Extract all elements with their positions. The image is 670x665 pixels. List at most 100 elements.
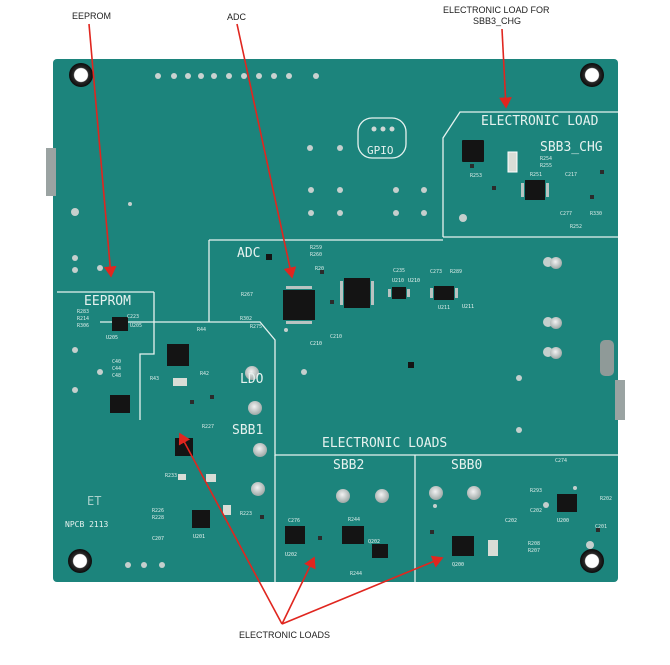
silk-q200: Q200 xyxy=(452,562,464,568)
svg-text:R251: R251 xyxy=(530,172,542,178)
svg-text:U205: U205 xyxy=(130,323,142,329)
silk-sbb1: SBB1 xyxy=(232,423,263,438)
ic-q202-b xyxy=(372,544,388,558)
svg-text:R306: R306 xyxy=(77,323,89,329)
arrow-adc xyxy=(236,23,297,279)
arrow-load-sbb2 xyxy=(281,556,316,625)
ic-ldo-small xyxy=(110,395,130,413)
svg-text:C217: C217 xyxy=(565,172,577,178)
ic-u210 xyxy=(392,287,406,299)
ic-pins xyxy=(286,183,549,324)
svg-text:C201: C201 xyxy=(595,524,607,530)
svg-text:C223: C223 xyxy=(127,314,139,320)
svg-text:C40: C40 xyxy=(112,359,121,365)
silk-electronic-loads: ELECTRONIC LOADS xyxy=(322,436,447,451)
svg-text:C210: C210 xyxy=(330,334,342,340)
ic-ldo xyxy=(167,344,189,366)
silk-c207: C207 xyxy=(152,536,164,542)
mounting-hole-br xyxy=(580,549,604,573)
svg-text:R207: R207 xyxy=(528,548,540,554)
svg-text:C202: C202 xyxy=(530,508,542,514)
svg-text:R259: R259 xyxy=(310,245,322,251)
svg-text:C276: C276 xyxy=(288,518,300,524)
ic-u211 xyxy=(434,286,454,300)
svg-text:R253: R253 xyxy=(470,173,482,179)
ic-adc-ref xyxy=(344,278,370,308)
silk-u201: U201 xyxy=(193,534,205,540)
callout-electronic-loads: ELECTRONIC LOADS xyxy=(239,630,331,640)
svg-text:R255: R255 xyxy=(540,163,552,169)
svg-text:R208: R208 xyxy=(528,541,540,547)
ic-u200 xyxy=(557,494,577,512)
svg-text:R214: R214 xyxy=(77,316,89,322)
callout-load-sbb3-line2: SBB3_CHG xyxy=(473,16,522,26)
svg-text:R330: R330 xyxy=(590,211,602,217)
silk-u200: U200 xyxy=(557,518,569,524)
svg-text:C274: C274 xyxy=(555,458,567,464)
svg-text:R20: R20 xyxy=(315,266,324,272)
svg-text:R267: R267 xyxy=(241,292,253,298)
vias xyxy=(71,145,594,568)
silk-ldo: LDO xyxy=(240,372,264,387)
svg-text:U210: U210 xyxy=(392,278,404,284)
svg-text:R283: R283 xyxy=(77,309,89,315)
arrow-sbb3-load xyxy=(499,28,512,109)
arrow-load-sbb1 xyxy=(178,432,283,625)
silk-sbb3-chg: SBB3_CHG xyxy=(540,140,603,155)
pcb-shade xyxy=(53,59,618,582)
svg-text:R260: R260 xyxy=(310,252,322,258)
silk-u202: U202 xyxy=(285,552,297,558)
svg-text:C277: C277 xyxy=(560,211,572,217)
mounting-hole-tl xyxy=(69,63,93,87)
ic-adc-main xyxy=(283,290,315,320)
silk-npcb: NPCB 2113 xyxy=(65,520,109,529)
passives xyxy=(173,151,518,556)
silk-eeprom: EEPROM xyxy=(84,294,131,309)
callout-load-sbb3-line1: ELECTRONIC LOAD FOR xyxy=(443,5,550,15)
mounting-hole-bl xyxy=(68,549,92,573)
svg-text:R275: R275 xyxy=(250,324,262,330)
silk-sbb2: SBB2 xyxy=(333,458,364,473)
svg-text:R42: R42 xyxy=(200,371,209,377)
arrow-eeprom xyxy=(88,23,117,278)
svg-text:R202: R202 xyxy=(600,496,612,502)
silk-et: ET xyxy=(87,494,101,508)
svg-text:C235: C235 xyxy=(393,268,405,274)
ic-sbb3-load-fet xyxy=(462,140,484,162)
silk-gpio: GPIO xyxy=(367,144,394,157)
svg-text:C273: C273 xyxy=(430,269,442,275)
ic-q202-a xyxy=(342,526,364,544)
svg-text:R244: R244 xyxy=(348,517,360,523)
svg-text:R223: R223 xyxy=(240,511,252,517)
silkscreen-outlines xyxy=(57,111,618,582)
arrow-load-sbb0 xyxy=(281,555,444,625)
gpio-pads xyxy=(371,126,395,132)
silk-adc: ADC xyxy=(237,246,260,261)
header-pins xyxy=(155,73,319,79)
mounting-hole-tr xyxy=(580,63,604,87)
ics xyxy=(110,140,577,558)
svg-text:R233: R233 xyxy=(165,473,177,479)
silk-q202: Q202 xyxy=(368,539,380,545)
svg-text:C44: C44 xyxy=(112,366,121,372)
svg-text:R289: R289 xyxy=(450,269,462,275)
ic-u202 xyxy=(285,526,305,544)
silk-c210: C210 xyxy=(310,341,322,347)
svg-text:R227: R227 xyxy=(202,424,214,430)
callout-arrows xyxy=(88,23,512,625)
svg-text:R43: R43 xyxy=(150,376,159,382)
side-connector-right xyxy=(615,380,625,420)
silk-sbb0: SBB0 xyxy=(451,458,482,473)
side-connector-right-top xyxy=(600,340,614,376)
svg-text:U211: U211 xyxy=(438,305,450,311)
test-pads xyxy=(245,257,562,503)
pcb-board xyxy=(53,59,618,582)
silk-c202: C202 xyxy=(505,518,517,524)
silk-u210: U210 xyxy=(408,278,420,284)
silk-u211: U211 xyxy=(462,304,474,310)
ic-u201 xyxy=(192,510,210,528)
ic-eeprom-u205 xyxy=(112,317,128,331)
svg-text:R252: R252 xyxy=(570,224,582,230)
